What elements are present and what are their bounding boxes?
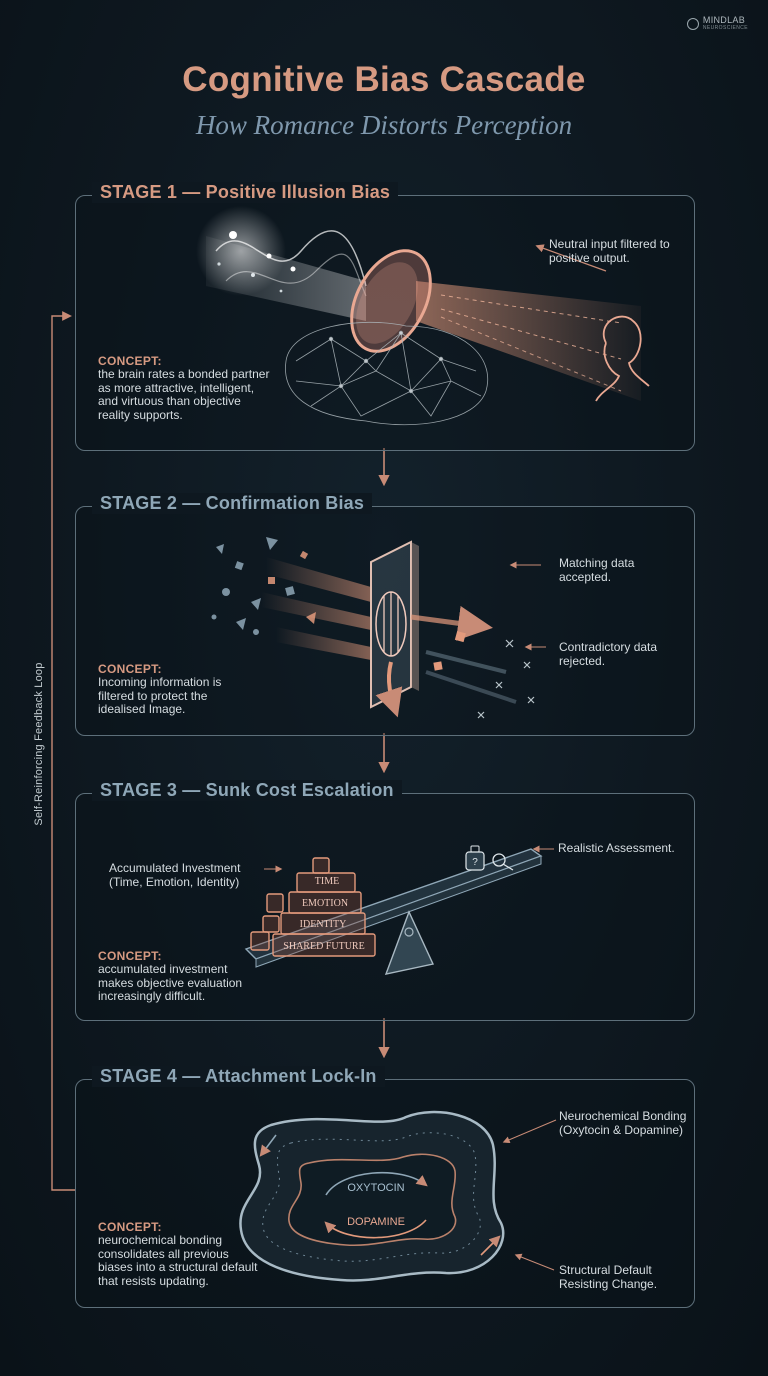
stage-3-annotation-assessment: Realistic Assessment. [558, 841, 675, 855]
stage-2-panel: STAGE 2 — Confirmation Bias [75, 493, 695, 736]
filter-gate-illustration [211, 537, 546, 719]
partner-silhouette-icon [595, 315, 650, 402]
stage-3-concept: CONCEPT: accumulated investment makes ob… [98, 949, 253, 1004]
block-label-shared-future: SHARED FUTURE [283, 941, 364, 952]
stage-1-concept-label: CONCEPT: [98, 354, 162, 368]
weight-icon: ? [465, 845, 485, 871]
stage-4-concept-text: neurochemical bonding consolidates all p… [98, 1233, 258, 1288]
brand-name: MINDLAB [702, 15, 746, 25]
stage-2-concept-label: CONCEPT: [98, 662, 162, 676]
stage-4-heading: STAGE 4 — Attachment Lock-In [92, 1066, 385, 1087]
lens-filter-illustration [196, 206, 650, 426]
brain-logo-icon [686, 18, 699, 30]
fulcrum-icon [384, 910, 435, 975]
investment-blocks-icon [250, 857, 376, 957]
data-fragments-icon [211, 537, 316, 635]
brain-network-icon [285, 321, 488, 426]
oxytocin-label: OXYTOCIN [347, 1182, 404, 1194]
seesaw-illustration: TIME EMOTION IDENTITY SHARED FUTURE ? [244, 845, 551, 975]
stage-1-concept-text: the brain rates a bonded partner as more… [98, 367, 270, 422]
stage-2-annotation-rejected: Contradictory data rejected. [559, 640, 658, 668]
stage-2-concept: CONCEPT: Incoming information is filtere… [98, 662, 238, 717]
page-title: Cognitive Bias Cascade [182, 60, 586, 99]
dopamine-label: DOPAMINE [347, 1216, 405, 1228]
brand-logo: MINDLAB NEUROSCIENCE [686, 15, 748, 32]
track-loop-icon [239, 1110, 505, 1282]
stage-4-panel: STAGE 4 — Attachment Lock-In OXYTOCIN DO… [75, 1066, 695, 1308]
stage-2-annotation-accepted: Matching data accepted. [559, 556, 635, 584]
reject-x-icons [477, 639, 535, 719]
seesaw-beam-icon [244, 848, 543, 968]
stage-2-concept-text: Incoming information is filtered to prot… [98, 675, 222, 716]
stage-4-annotation-bonding: Neurochemical Bonding (Oxytocin & Dopami… [559, 1109, 687, 1137]
stage-2-heading: STAGE 2 — Confirmation Bias [92, 493, 373, 514]
stage-1-heading: STAGE 1 — Positive Illusion Bias [92, 182, 399, 203]
gate-filter-icon [370, 540, 419, 709]
feedback-loop-line [51, 311, 75, 1191]
block-label-identity: IDENTITY [300, 919, 347, 930]
stage-4-concept-label: CONCEPT: [98, 1220, 162, 1234]
feedback-loop-label: Self-Reinforcing Feedback Loop [33, 662, 45, 826]
brand-sub: NEUROSCIENCE [702, 25, 748, 31]
stage-1-annotation: Neutral input filtered to positive outpu… [549, 237, 670, 265]
page-subtitle: How Romance Distorts Perception [195, 110, 573, 140]
stage-3-concept-label: CONCEPT: [98, 949, 162, 963]
block-label-time: TIME [315, 876, 339, 887]
accepted-data-icons [433, 631, 466, 671]
svg-text:?: ? [472, 857, 478, 868]
stage-3-concept-text: accumulated investment makes objective e… [98, 962, 243, 1003]
bonding-loop-illustration: OXYTOCIN DOPAMINE [239, 1110, 505, 1282]
stage-3-panel: STAGE 3 — Sunk Cost Escalation TIME EMOT… [75, 780, 695, 1021]
stage-4-concept: CONCEPT: neurochemical bonding consolida… [98, 1220, 263, 1288]
stage-3-heading: STAGE 3 — Sunk Cost Escalation [92, 780, 402, 801]
stage-4-annotation-default: Structural Default Resisting Change. [559, 1263, 658, 1291]
stage-1-panel: STAGE 1 — Positive Illusion Bias [75, 182, 695, 451]
magnifier-icon [492, 853, 514, 871]
block-label-emotion: EMOTION [302, 898, 348, 909]
stage-1-concept: CONCEPT: the brain rates a bonded partne… [98, 354, 273, 422]
stage-3-annotation-investment: Accumulated Investment (Time, Emotion, I… [109, 861, 241, 889]
